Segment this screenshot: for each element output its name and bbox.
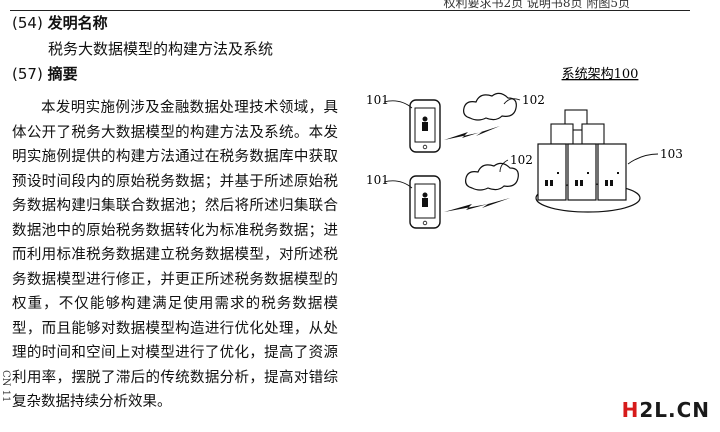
abstract-paragraph: 本发明实施例涉及金融数据处理技术领域，具体公开了税务大数据模型的构建方法及系统。…: [12, 100, 338, 410]
side-margin-mark: CN 11: [0, 370, 11, 403]
invention-name: 税务大数据模型的构建方法及系统: [48, 40, 274, 58]
abstract-heading: (57) 摘要: [12, 63, 78, 84]
invention-name-heading: (54) 发明名称: [12, 12, 108, 33]
system-architecture-figure: 系统架构100 101 102 101 102: [366, 67, 683, 229]
label-server: 103: [660, 147, 683, 161]
header-rule: [10, 10, 690, 11]
watermark-rest: 2L.CN: [639, 398, 710, 422]
invention-name-code: (54): [12, 14, 43, 32]
figure-title: 系统架构100: [562, 67, 639, 82]
page-count-meta: 权利要求书2页 说明书8页 附图5页: [443, 0, 630, 10]
abstract-body: 本发明实施例涉及金融数据处理技术领域，具体公开了税务大数据模型的构建方法及系统。…: [12, 96, 338, 415]
server-cluster: [535, 109, 641, 213]
invention-name-label: 发明名称: [47, 14, 108, 32]
terminal-bottom: [409, 175, 441, 229]
label-terminal-top: 101: [366, 93, 389, 107]
label-terminal-bottom: 101: [366, 173, 389, 187]
wireless-link-top: [444, 126, 500, 140]
terminal-top: [409, 99, 441, 153]
label-cloud-top: 102: [522, 93, 545, 107]
abstract-code: (57): [12, 65, 43, 83]
wireless-link-bottom: [444, 198, 510, 212]
cloud-bottom: [465, 162, 519, 191]
abstract-label: 摘要: [47, 65, 78, 83]
watermark-first: H: [621, 398, 640, 422]
cloud-top: [463, 92, 517, 121]
label-cloud-bottom: 102: [510, 153, 533, 167]
site-watermark: H2L.CN: [622, 398, 710, 422]
